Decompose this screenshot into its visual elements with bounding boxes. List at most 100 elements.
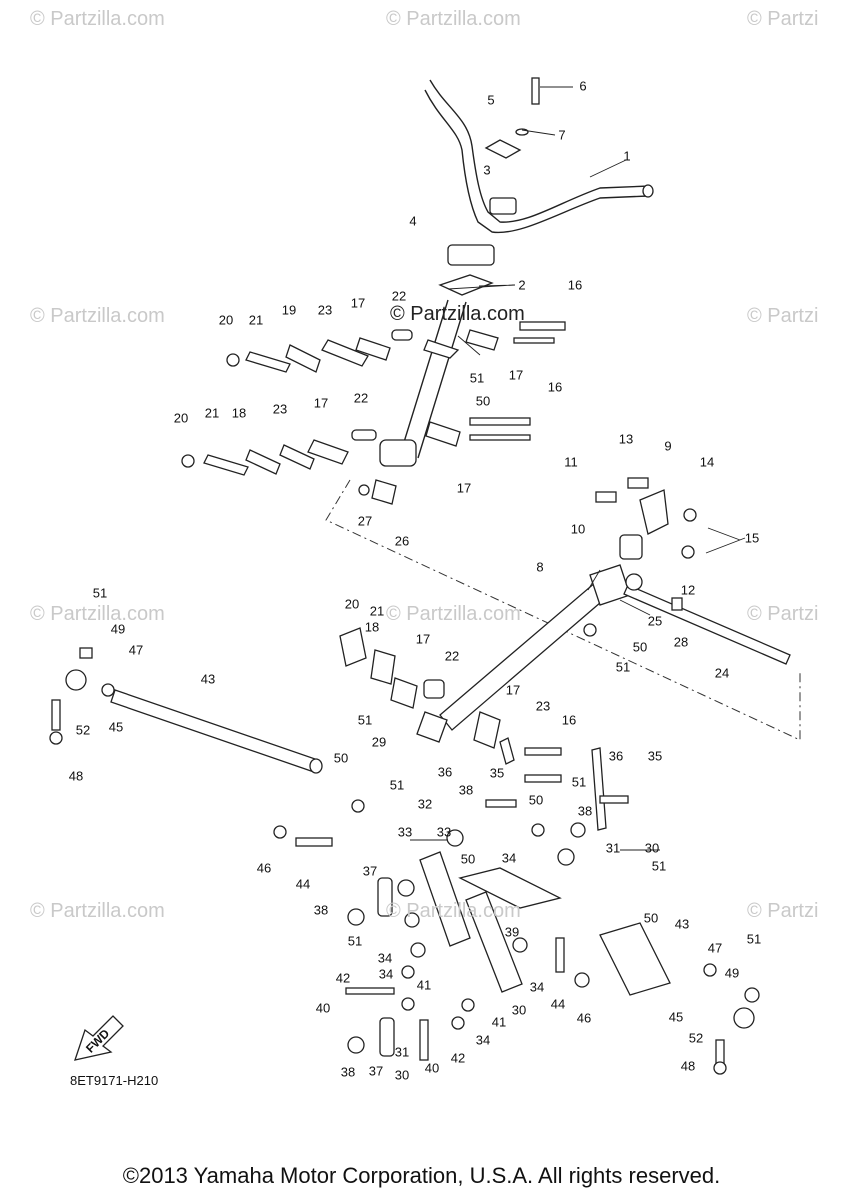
callout-label: 43	[200, 671, 216, 687]
callout-label: 38	[577, 803, 593, 819]
callout-label: 25	[647, 613, 663, 629]
center-brand-watermark: © Partzilla.com	[390, 303, 525, 325]
callout-label: 33	[397, 824, 413, 840]
callout-label: 1	[623, 148, 631, 164]
watermark: © Partzilla.com	[30, 603, 165, 625]
callout-label: 31	[394, 1044, 410, 1060]
callout-label: 37	[362, 863, 378, 879]
callout-label: 16	[561, 712, 577, 728]
callout-label: 12	[680, 582, 696, 598]
callout-label: 51	[389, 777, 405, 793]
callout-label: 31	[605, 840, 621, 856]
callout-label: 22	[353, 390, 369, 406]
callout-label: 47	[128, 642, 144, 658]
callout-label: 35	[647, 748, 663, 764]
callout-label: 30	[511, 1002, 527, 1018]
callout-label: 43	[674, 916, 690, 932]
watermark: © Partzilla.com	[30, 305, 165, 327]
callout-label: 49	[724, 965, 740, 981]
callout-label: 52	[75, 722, 91, 738]
callout-label: 40	[424, 1060, 440, 1076]
callout-label: 50	[528, 792, 544, 808]
pitman-arm	[419, 851, 471, 947]
cross-shaft	[439, 569, 623, 731]
callout-label: 21	[248, 312, 264, 328]
callout-label: 23	[535, 698, 551, 714]
callout-label: 37	[368, 1063, 384, 1079]
watermark: © Partzi	[747, 305, 819, 327]
callout-label: 51	[469, 370, 485, 386]
callout-label: 18	[364, 619, 380, 635]
callout-label: 17	[508, 367, 524, 383]
callout-label: 8	[536, 559, 544, 575]
callout-label: 5	[487, 92, 495, 108]
callout-label: 34	[529, 979, 545, 995]
handlebar	[424, 79, 651, 234]
watermark: © Partzi	[747, 8, 819, 30]
tie-rod-left	[110, 689, 319, 773]
steering-column	[399, 299, 467, 459]
callout-label: 23	[317, 302, 333, 318]
pitman-arm	[465, 891, 523, 993]
callout-label: 26	[394, 533, 410, 549]
callout-label: 38	[458, 782, 474, 798]
callout-label: 48	[68, 768, 84, 784]
callout-label: 34	[475, 1032, 491, 1048]
callout-label: 17	[456, 480, 472, 496]
callout-label: 36	[608, 748, 624, 764]
callout-label: 6	[579, 78, 587, 94]
callout-label: 50	[632, 639, 648, 655]
lower-clamp	[447, 244, 495, 266]
callout-label: 20	[344, 596, 360, 612]
callout-label: 45	[108, 719, 124, 735]
callout-label: 34	[378, 966, 394, 982]
callout-label: 34	[501, 850, 517, 866]
callout-label: 46	[576, 1010, 592, 1026]
callout-label: 27	[357, 513, 373, 529]
callout-label: 34	[377, 950, 393, 966]
callout-label: 14	[699, 454, 715, 470]
callout-label: 51	[357, 712, 373, 728]
callout-label: 18	[231, 405, 247, 421]
callout-label: 38	[313, 902, 329, 918]
callout-label: 29	[371, 734, 387, 750]
upper-clamp	[489, 197, 517, 215]
callout-label: 38	[340, 1064, 356, 1080]
callout-label: 36	[437, 764, 453, 780]
callout-label: 23	[272, 401, 288, 417]
callout-label: 51	[651, 858, 667, 874]
callout-label: 51	[615, 659, 631, 675]
callout-label: 20	[218, 312, 234, 328]
callout-label: 28	[673, 634, 689, 650]
copyright-notice: ©2013 Yamaha Motor Corporation, U.S.A. A…	[122, 1163, 721, 1188]
callout-label: 10	[570, 521, 586, 537]
callout-label: 3	[483, 162, 491, 178]
callout-label: 32	[417, 796, 433, 812]
callout-label: 13	[618, 431, 634, 447]
callout-label: 50	[475, 393, 491, 409]
callout-label: 42	[450, 1050, 466, 1066]
callout-label: 9	[664, 438, 672, 454]
callout-label: 11	[564, 454, 578, 470]
callout-label: 42	[335, 970, 351, 986]
callout-label: 52	[688, 1030, 704, 1046]
callout-label: 40	[315, 1000, 331, 1016]
callout-label: 19	[281, 302, 297, 318]
callout-label: 16	[547, 379, 563, 395]
watermark: © Partzilla.com	[386, 603, 521, 625]
watermark: © Partzilla.com	[386, 900, 521, 922]
callout-label: 49	[110, 621, 126, 637]
callout-label: 44	[550, 996, 566, 1012]
callout-label: 41	[491, 1014, 507, 1030]
callout-label: 50	[460, 851, 476, 867]
callout-label: 17	[415, 631, 431, 647]
watermark: © Partzilla.com	[30, 8, 165, 30]
callout-label: 22	[444, 648, 460, 664]
callout-label: 46	[256, 860, 272, 876]
callout-label: 2	[518, 277, 526, 293]
callout-label: 21	[369, 603, 385, 619]
callout-label: 51	[746, 931, 762, 947]
tie-rod-right	[623, 584, 791, 665]
watermark: © Partzi	[747, 900, 819, 922]
